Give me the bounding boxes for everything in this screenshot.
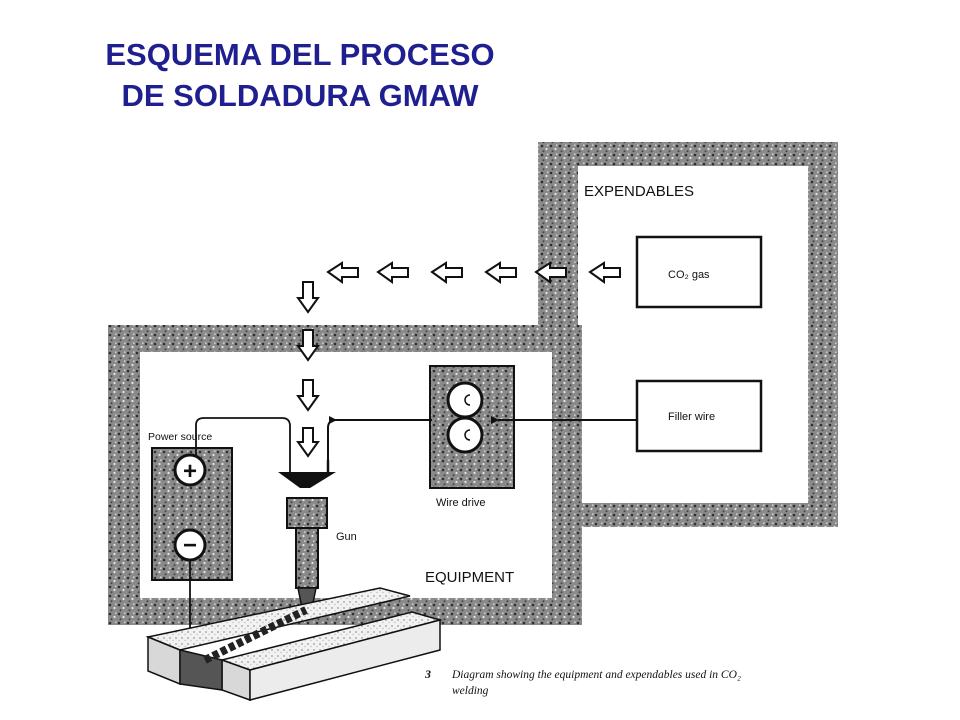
caption-line-1: Diagram showing the equipment and expend… bbox=[451, 669, 741, 681]
gas-arrow bbox=[296, 329, 320, 362]
workpiece-right-front bbox=[249, 619, 441, 701]
gas-arrow bbox=[296, 427, 320, 458]
power-cables bbox=[189, 417, 291, 632]
gas-down-arrows bbox=[296, 281, 320, 458]
minus-symbol: − bbox=[183, 532, 197, 559]
figure-caption: 3 Diagram showing the equipment and expe… bbox=[424, 667, 741, 697]
wire-path bbox=[326, 416, 637, 472]
workpiece bbox=[145, 587, 443, 702]
gas-arrow bbox=[588, 261, 621, 284]
welding-gun: Gun bbox=[278, 472, 357, 609]
positive-cable bbox=[195, 417, 291, 472]
gas-arrow bbox=[484, 261, 517, 284]
weld-bead bbox=[203, 606, 308, 664]
plus-symbol: + bbox=[183, 458, 197, 485]
expendables-label: EXPENDABLES bbox=[584, 183, 694, 200]
page-title: ESQUEMA DEL PROCESO DE SOLDADURA GMAW bbox=[40, 34, 560, 116]
gas-arrow bbox=[430, 261, 463, 284]
filler-wire-box: Filler wire bbox=[635, 379, 763, 453]
co2-gas-box: CO₂ gas bbox=[635, 235, 763, 309]
caption-number: 3 bbox=[424, 667, 431, 681]
power-source: Power source + − bbox=[148, 431, 233, 581]
positive-terminal bbox=[173, 453, 207, 487]
equipment-label: EQUIPMENT bbox=[425, 569, 514, 586]
co2-gas-label: CO₂ gas bbox=[668, 269, 710, 281]
gas-arrow bbox=[296, 379, 320, 412]
gas-arrow bbox=[376, 261, 409, 284]
gas-arrow bbox=[534, 261, 567, 284]
title-line-2: DE SOLDADURA GMAW bbox=[121, 78, 479, 113]
gun-nozzle-head bbox=[278, 472, 336, 488]
wire-drive: Wire drive bbox=[429, 365, 515, 509]
filler-wire-label: Filler wire bbox=[668, 411, 715, 423]
power-source-label: Power source bbox=[148, 431, 212, 443]
title-line-1: ESQUEMA DEL PROCESO bbox=[105, 37, 495, 72]
gas-arrow bbox=[326, 261, 359, 284]
wire-drive-label: Wire drive bbox=[436, 497, 486, 509]
gas-arrow bbox=[296, 281, 320, 314]
gas-flow-arrows bbox=[326, 261, 621, 284]
caption-line-2: welding bbox=[452, 685, 489, 697]
gun-label: Gun bbox=[336, 531, 357, 543]
